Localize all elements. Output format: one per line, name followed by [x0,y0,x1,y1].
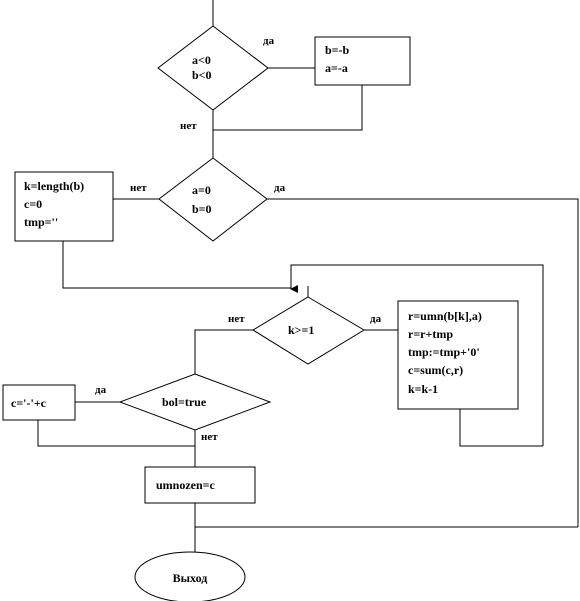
cond1-yes-label: да [263,35,275,47]
cond2-no-label: нет [130,182,147,194]
init-block: k=length(b) c=0 tmp='' [14,171,114,242]
cond2-line2: b=0 [192,202,212,216]
loop-line4: c=sum(c,r) [408,363,463,377]
flow-line-cond2-yes [267,198,579,527]
neg-line2: a=-a [325,61,348,75]
sign-block: c='-'+c [2,384,76,421]
cond1-line1: a<0 [192,53,211,67]
init-line1: k=length(b) [24,179,84,193]
decision-a-b-zero: a=0 b=0 [158,157,268,242]
sign-text: c='-'+c [11,396,47,410]
cond3-text: k>=1 [288,323,314,337]
cond4-no-label: нет [201,431,218,443]
cond4-text: bol=true [162,395,207,409]
cond2-line1: a=0 [192,183,211,197]
exit-text: Выход [173,571,208,585]
decision-sign-flag: bol=true [118,373,272,431]
decision-loop-condition: k>=1 [252,296,365,365]
loop-line3: tmp:=tmp+'0' [408,345,480,359]
cond3-yes-label: да [370,313,382,325]
init-line3: tmp='' [24,215,58,229]
flow-line-sign-return [37,420,195,447]
flow-line-loop-back [290,264,544,446]
flow-line-neg-return [213,85,363,131]
assign-text: umnozen=c [156,478,216,492]
cond4-yes-label: да [95,384,107,396]
flow-line-loop-body-out [459,409,543,447]
connectors [37,0,579,552]
assign-result-block: umnozen=c [144,466,256,504]
flow-line-cond3-no [194,329,253,374]
cond3-no-label: нет [228,313,245,325]
init-line2: c=0 [24,197,42,211]
exit-terminator: Выход [134,551,246,601]
flow-line-init-down [62,241,291,289]
loop-line1: r=umn(b[k],a) [408,309,482,323]
negation-block: b=-b a=-a [314,36,411,86]
cond1-line2: b<0 [192,68,212,82]
cond2-yes-label: да [274,182,286,194]
neg-line1: b=-b [325,43,350,57]
loop-body-block: r=umn(b[k],a) r=r+tmp tmp:=tmp+'0' c=sum… [397,300,519,410]
cond1-no-label: нет [180,120,197,132]
loop-line5: k=k-1 [408,382,438,396]
decision-a-b-negative: a<0 b<0 [157,25,269,111]
loop-line2: r=r+tmp [408,327,453,341]
